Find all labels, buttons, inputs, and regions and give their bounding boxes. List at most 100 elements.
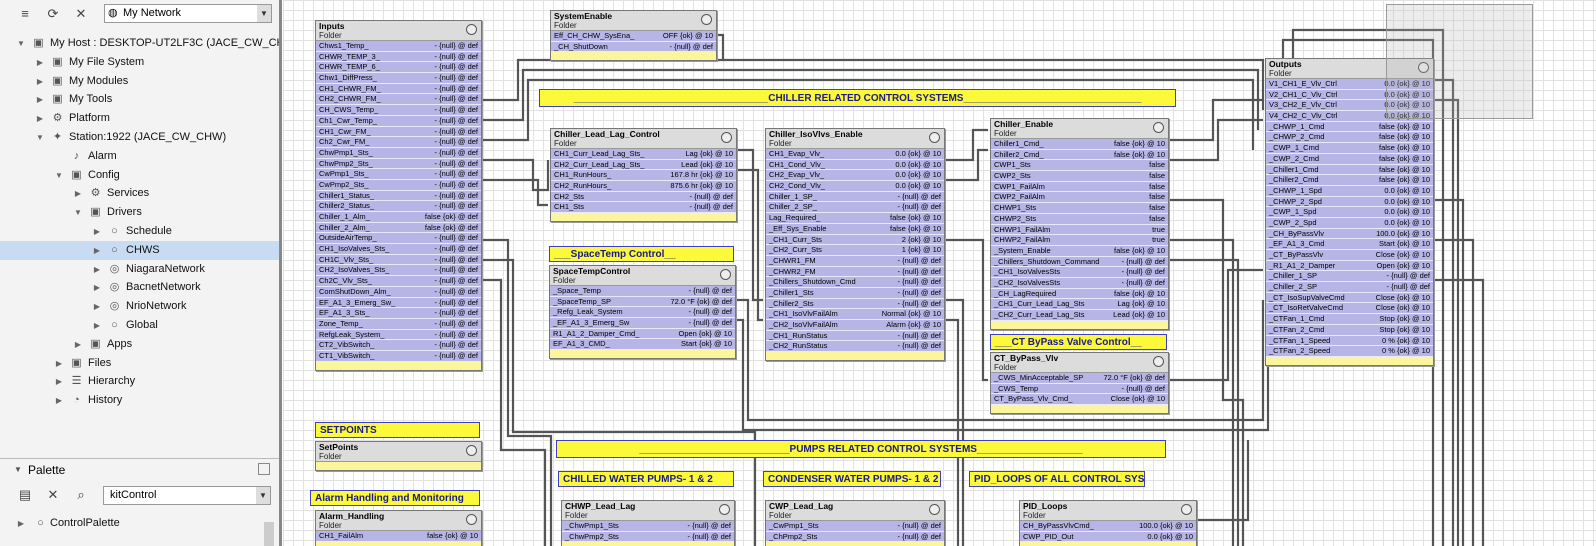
tree-item[interactable]: ▶◎NiagaraNetwork (0, 260, 279, 279)
node-status-icon[interactable] (929, 504, 940, 515)
refresh-icon[interactable]: ⟳ (47, 6, 59, 21)
link-wire[interactable] (1167, 268, 1263, 382)
tree-item[interactable]: ▶○Schedule (0, 222, 279, 241)
link-wire[interactable] (480, 238, 553, 546)
slot-row[interactable]: CwPmp1_Sts_- {null} @ def (316, 169, 481, 180)
expand-icon[interactable]: ▶ (93, 283, 101, 293)
label-chilled-pumps[interactable]: CHILLED WATER PUMPS- 1 & 2 (558, 471, 734, 487)
expand-icon[interactable]: ▶ (36, 57, 44, 67)
slot-row[interactable]: CH_CWS_Temp_- {null} @ def (316, 105, 481, 116)
slot-row[interactable]: _Chiller_1_SP- {null} @ def (1266, 271, 1433, 283)
slot-row[interactable]: CH1_CHWR_FM_- {null} @ def (316, 83, 481, 95)
slot-row[interactable]: CH2_Cond_Vlv_0.0 {ok} @ 10 (766, 181, 944, 192)
slot-row[interactable]: Chw1_DiffPress_- {null} @ def (316, 73, 481, 84)
slot-row[interactable]: Ch2_Cwr_FM_- {null} @ def (316, 137, 481, 148)
expand-icon[interactable]: ▶ (93, 264, 101, 274)
node-status-icon[interactable] (929, 132, 940, 143)
slot-row[interactable]: CH2_CHWR_FM_- {null} @ def (316, 94, 481, 106)
pane-splitter[interactable] (279, 0, 282, 546)
chevron-down-icon[interactable]: ▼ (257, 5, 271, 22)
tree-item[interactable]: ▶▣My Modules (0, 72, 279, 91)
slot-row[interactable]: _Chiller_2_SP- {null} @ def (1266, 282, 1433, 293)
slot-row[interactable]: _Space_Temp- {null} @ def (550, 286, 735, 297)
tree-item[interactable]: ▶○Global (0, 316, 279, 335)
slot-row[interactable]: EF_A1_3_Sts_- {null} @ def (316, 308, 481, 319)
slot-row[interactable]: CT_ByPass_Vlv_Cmd_Close {ok} @ 10 (991, 394, 1168, 406)
slot-row[interactable]: CH2_Evap_Vlv_0.0 {ok} @ 10 (766, 170, 944, 182)
slot-row[interactable]: _Chillers_Shutdown_Command- {null} @ def (991, 256, 1168, 268)
link-wire[interactable] (480, 58, 1265, 110)
slot-row[interactable]: CH2_Sts- {null} @ def (551, 191, 736, 203)
link-wire[interactable] (480, 68, 1260, 130)
slot-row[interactable]: CH2_Curr_Lead_Lag_Sts_Lead {ok} @ 10 (551, 159, 736, 171)
tree-item[interactable]: ▶◔History (0, 391, 279, 410)
label-ct-bypass[interactable]: ___CT ByPass Valve Control__ (990, 334, 1167, 350)
label-pid-loops[interactable]: PID_LOOPS OF ALL CONTROL SYSTE (969, 471, 1145, 487)
slot-row[interactable]: _CH1_RunStatus- {null} @ def (766, 330, 944, 342)
slot-row[interactable]: CH1_IsoValves_Sts_- {null} @ def (316, 244, 481, 255)
slot-row[interactable]: _CWS_Temp- {null} @ def (991, 383, 1168, 395)
slot-row[interactable]: Chiller1_Status_- {null} @ def (316, 190, 481, 202)
node-status-icon[interactable] (466, 24, 477, 35)
slot-row[interactable]: Chiller2_Cmd_false {ok} @ 10 (991, 149, 1168, 161)
link-wire[interactable] (735, 168, 763, 322)
tree-sync-icon[interactable]: ≡ (21, 6, 29, 21)
link-wire[interactable] (1167, 198, 1245, 546)
close-icon[interactable]: ✕ (75, 6, 87, 21)
collapse-icon[interactable]: ▼ (74, 208, 82, 218)
slot-row[interactable]: CwPmp2_Sts_- {null} @ def (316, 179, 481, 191)
open-folder-icon[interactable]: ▤ (18, 487, 32, 502)
collapse-icon[interactable]: ▼ (14, 465, 22, 474)
slot-row[interactable]: CHWR_TEMP_6_- {null} @ def (316, 62, 481, 74)
link-wire[interactable] (734, 298, 1265, 422)
slot-row[interactable]: EF_A1_3_CMD_Start {ok} @ 10 (550, 339, 735, 351)
palette-item[interactable]: ▶ ○ ControlPalette (0, 514, 279, 533)
link-wire[interactable] (1167, 258, 1240, 546)
tree-item[interactable]: ▼▣My Host : DESKTOP-UT2LF3C (JACE_CW_CHW… (0, 34, 280, 53)
node-status-icon[interactable] (1153, 356, 1164, 367)
expand-icon[interactable]: ▶ (55, 358, 63, 368)
link-wire[interactable] (1432, 278, 1485, 546)
slot-row[interactable]: Ch1_Cwr_Temp_- {null} @ def (316, 115, 481, 127)
expand-icon[interactable]: ▶ (36, 95, 44, 105)
tree-item[interactable]: ▶▣My File System (0, 53, 279, 72)
network-selector[interactable]: ◍ My Network ▼ (104, 4, 272, 23)
tree-item[interactable]: ♪Alarm (0, 147, 279, 166)
node-status-icon[interactable] (1181, 504, 1192, 515)
slot-row[interactable]: CH1_Cwr_FM_- {null} @ def (316, 126, 481, 138)
